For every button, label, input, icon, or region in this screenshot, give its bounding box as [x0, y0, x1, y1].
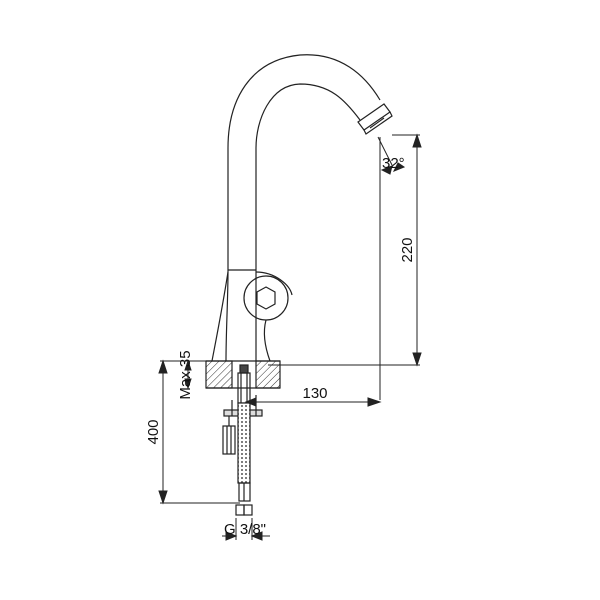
faucet-body — [211, 269, 293, 362]
supply-hose — [235, 402, 253, 516]
label-32-degree: 32° — [382, 155, 405, 172]
dimension-g38 — [222, 518, 270, 541]
faucet-spout — [225, 54, 393, 362]
dimension-400 — [158, 359, 240, 505]
label-g38: G 3/8" — [224, 521, 266, 538]
dimension-220 — [268, 133, 422, 367]
dimension-130 — [244, 397, 382, 407]
fixing-nut-key — [222, 416, 236, 455]
label-130: 130 — [302, 385, 327, 402]
dimension-32-degree — [377, 136, 406, 400]
countertop-section — [205, 360, 281, 389]
dimension-max-35 — [160, 359, 206, 390]
label-400: 400 — [145, 419, 162, 444]
label-max-35: Max 35 — [177, 350, 194, 399]
label-220: 220 — [399, 237, 416, 262]
